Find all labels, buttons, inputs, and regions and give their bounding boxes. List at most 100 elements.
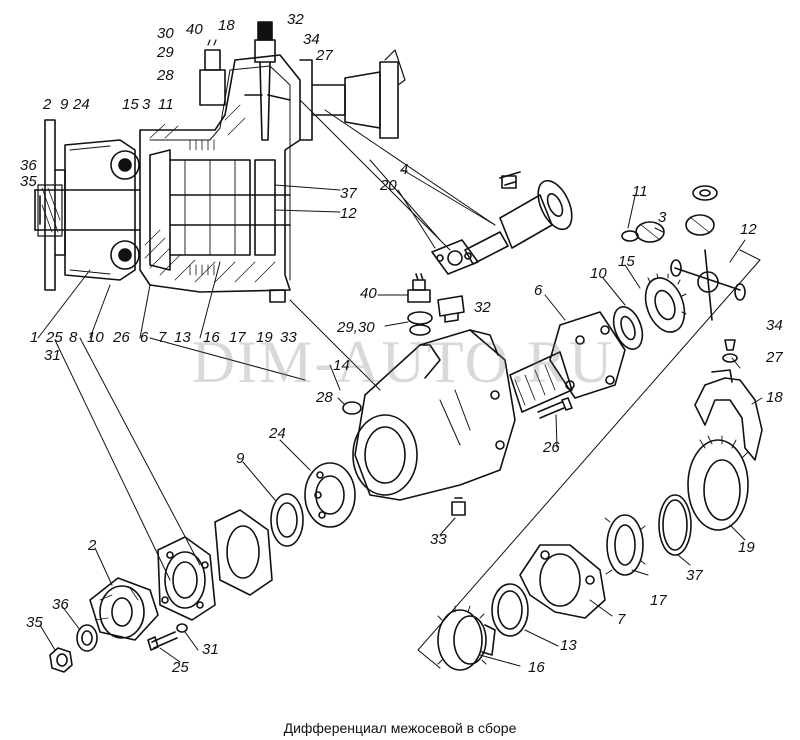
callout-7: 7 xyxy=(158,329,167,346)
callout-ex-6: 6 xyxy=(534,282,543,299)
callout-30: 30 xyxy=(157,25,174,42)
part-1-cover xyxy=(158,537,215,620)
callout-25: 25 xyxy=(46,329,63,346)
part-4-drive-flange xyxy=(465,172,579,264)
callout-24: 24 xyxy=(73,96,90,113)
callout-ex-10: 10 xyxy=(590,265,607,282)
callout-ex-32: 32 xyxy=(474,299,491,316)
part-36-washer xyxy=(77,625,97,651)
exploded-leader-lines xyxy=(40,170,762,666)
callout-27: 27 xyxy=(316,47,333,64)
callout-ex-26: 26 xyxy=(543,439,560,456)
sectional-assembly-view xyxy=(35,22,405,302)
callout-31: 31 xyxy=(44,347,61,364)
callout-11: 11 xyxy=(158,96,174,113)
part-40-sensor xyxy=(408,274,430,302)
part-31-washer xyxy=(177,624,187,632)
callout-ex-29-30: 29,30 xyxy=(337,319,375,336)
callout-8: 8 xyxy=(69,329,78,346)
part-17-gear-ring xyxy=(605,515,645,575)
callout-ex-11: 11 xyxy=(632,183,648,200)
part-16-splined-gear xyxy=(438,606,495,670)
callout-15: 15 xyxy=(122,96,139,113)
callout-19: 19 xyxy=(256,329,273,346)
callout-6: 6 xyxy=(140,329,149,346)
callout-29: 29 xyxy=(157,44,174,61)
callout-34: 34 xyxy=(303,31,320,48)
callout-40: 40 xyxy=(186,21,203,38)
part-6-shaft xyxy=(510,312,625,412)
callout-ex-31: 31 xyxy=(202,641,219,658)
callout-ex-37: 37 xyxy=(686,567,703,584)
part-28-plug xyxy=(343,402,361,414)
leader-lines xyxy=(38,100,495,580)
callout-17: 17 xyxy=(229,329,246,346)
callout-ex-33: 33 xyxy=(430,531,447,548)
part-15-side-gear xyxy=(639,273,692,338)
callout-ex-2: 2 xyxy=(88,537,97,554)
part-12-spider-cross xyxy=(671,250,745,320)
callout-ex-17: 17 xyxy=(650,592,667,609)
callout-ex-24: 24 xyxy=(269,425,286,442)
callout-2: 2 xyxy=(43,96,52,113)
part-35-nut xyxy=(50,648,72,672)
callout-ex-19: 19 xyxy=(738,539,755,556)
callout-14: 14 xyxy=(333,357,350,374)
part-9-seal xyxy=(271,494,303,546)
callout-12: 12 xyxy=(340,205,357,222)
callout-16: 16 xyxy=(203,329,220,346)
part-29-30-washers xyxy=(408,312,432,335)
figure-caption: Дифференциал межосевой в сборе xyxy=(283,720,517,736)
part-18-shift-fork xyxy=(695,370,762,460)
part-32-plug xyxy=(438,296,464,322)
callout-ex-40: 40 xyxy=(360,285,377,302)
part-14-housing xyxy=(353,330,515,500)
callout-36: 36 xyxy=(20,157,37,174)
callout-4: 4 xyxy=(400,161,409,178)
callout-ex-3: 3 xyxy=(658,209,667,226)
callout-1: 1 xyxy=(30,329,39,346)
callout-ex-35: 35 xyxy=(26,614,43,631)
callout-ex-9: 9 xyxy=(236,450,245,467)
part-26-bolt xyxy=(538,398,572,418)
callout-ex-12: 12 xyxy=(740,221,757,238)
callout-37: 37 xyxy=(340,185,357,202)
callout-ex-34: 34 xyxy=(766,317,783,334)
part-25-bolt xyxy=(148,632,177,650)
callout-13: 13 xyxy=(174,329,191,346)
part-cover-gasket xyxy=(215,510,272,595)
part-7-carrier xyxy=(520,545,605,618)
part-33-plug xyxy=(452,498,465,515)
part-11-washer xyxy=(622,186,717,241)
part-37-snap-ring xyxy=(659,495,691,555)
callout-ex-13: 13 xyxy=(560,637,577,654)
callout-20: 20 xyxy=(380,177,397,194)
callout-ex-15: 15 xyxy=(618,253,635,270)
part-19-sleeve xyxy=(688,436,748,530)
callout-3: 3 xyxy=(142,96,151,113)
callout-ex-7: 7 xyxy=(617,611,626,628)
part-3-pinion xyxy=(636,215,714,242)
callout-35: 35 xyxy=(20,173,37,190)
part-34-27-fasteners xyxy=(723,340,737,362)
callout-10: 10 xyxy=(87,329,104,346)
part-20-gasket xyxy=(432,240,478,274)
part-10-washer xyxy=(608,303,647,353)
part-2-flange xyxy=(90,578,158,640)
callout-18: 18 xyxy=(218,17,235,34)
callout-ex-36: 36 xyxy=(52,596,69,613)
callout-26: 26 xyxy=(113,329,130,346)
callout-28: 28 xyxy=(157,67,174,84)
callout-ex-27: 27 xyxy=(766,349,783,366)
callout-ex-28: 28 xyxy=(316,389,333,406)
callout-9: 9 xyxy=(60,96,69,113)
part-13-thrust-washer xyxy=(492,584,528,636)
callout-33: 33 xyxy=(280,329,297,346)
callout-ex-16: 16 xyxy=(528,659,545,676)
callout-32: 32 xyxy=(287,11,304,28)
part-24-bearing xyxy=(305,463,355,527)
callout-ex-25: 25 xyxy=(172,659,189,676)
group-bracket xyxy=(418,260,760,668)
